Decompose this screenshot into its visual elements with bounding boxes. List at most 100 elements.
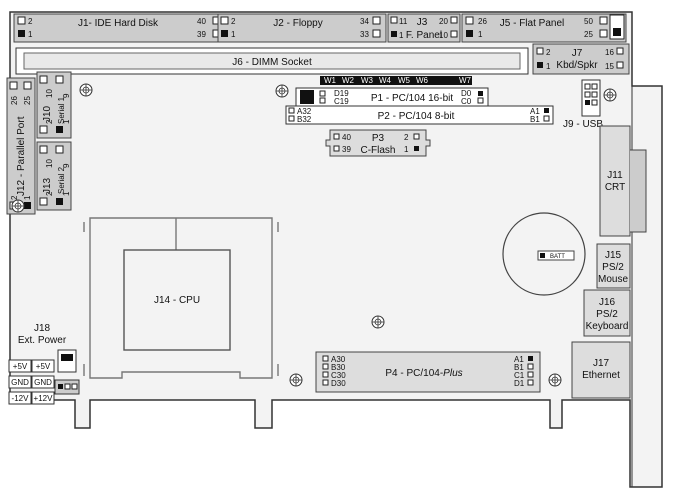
j3-pin11: 11 [399,17,408,26]
jumper-w3: W3 [361,76,374,85]
j7-kbd-spkr-connector: 2 1 16 15 J7 Kbd/Spkr [532,43,630,75]
p4-pin-a1: A1 [514,355,524,364]
mounting-hole [371,315,385,329]
p3-label: P3 [372,133,385,144]
p2-pin-a1: A1 [530,107,540,116]
j17-label: J17 [593,358,610,369]
j6-label: J6 - DIMM Socket [232,57,312,68]
j18-5v-a: +5V [13,362,28,371]
p2-pin-a32: A32 [297,107,312,116]
mounting-hole [548,373,562,387]
p4-pin-b1: B1 [514,363,524,372]
jumper-w7: W7 [459,76,472,85]
jumper-w5: W5 [398,76,411,85]
p4-pin-b30: B30 [331,363,346,372]
j5-flat-panel-connector: 26 1 50 25 J5 - Flat Panel [461,13,627,43]
mounting-hole [603,88,617,102]
p1-pc104-16bit-connector: D19 C19 D0 C0 P1 - PC/104 16-bit [295,87,489,107]
j1-label: J1- IDE Hard Disk [78,18,159,29]
j16-sub2: Keyboard [586,321,629,332]
j3-sublabel: F. Panel [406,30,442,41]
j11-sublabel: CRT [605,182,625,193]
j5-pin26: 26 [478,17,487,26]
j18-neg12v: -12V [12,394,30,403]
jumper-block: W1 W2 W3 W4 W5 W6 W7 [320,76,472,85]
j13-label: J13 [42,177,53,194]
j18-gnd-a: GND [11,378,29,387]
j5-pin50: 50 [584,17,593,26]
j1-pin2: 2 [28,17,33,26]
batt-label: BATT [550,254,565,260]
p2-label: P2 - PC/104 8-bit [378,111,455,122]
j13-pin10: 10 [45,159,54,168]
p2-pin-b32: B32 [297,115,312,124]
j15-label: J15 [605,250,622,261]
j17-sublabel: Ethernet [582,370,620,381]
mounting-hole [11,199,25,213]
j7-pin1: 1 [546,62,551,71]
j10-pin2: 2 [45,119,54,124]
j10-pin10: 10 [45,89,54,98]
j3-front-panel-connector: 11 1 20 10 J3 F. Panel [387,13,461,43]
p4-pc104-plus-connector: A30 B30 C30 D30 A1 B1 C1 D1 P4 - PC/104-… [315,351,541,393]
j18-label: J18 [34,323,51,334]
j1-pin1: 1 [28,30,33,39]
p2-pc104-8bit-connector: A32 B32 A1 B1 P2 - PC/104 8-bit [285,105,554,125]
j5-pin1: 1 [478,30,483,39]
p3-pin40: 40 [342,133,351,142]
j12-pin2: 2 [10,195,19,200]
j18-sublabel: Ext. Power [18,335,67,346]
j2-pin33: 33 [360,30,369,39]
p4-pin-d1: D1 [514,379,525,388]
j2-label: J2 - Floppy [273,18,322,29]
jumper-w2: W2 [342,76,355,85]
j10-sublabel: Serial 1 [57,96,66,124]
j16-label: J16 [599,297,616,308]
p3-pin1: 1 [404,145,409,154]
p1-pin-c0: C0 [461,97,472,106]
j18-5v-b: +5V [36,362,51,371]
j12-pin26: 26 [10,96,19,105]
battery: BATT [502,212,586,296]
p4-pin-d30: D30 [331,379,346,388]
jumper-w1: W1 [324,76,337,85]
j2-pin1: 1 [231,30,236,39]
j1-ide-connector: 2 1 40 39 J1- IDE Hard Disk [13,13,229,43]
j7-label: J7 [572,48,583,59]
j13-pin9: 9 [62,163,71,168]
j3-pin10: 10 [439,31,448,40]
j5-label: J5 - Flat Panel [500,18,564,29]
j10-label: J10 [42,105,53,122]
j16-sub1: PS/2 [596,309,618,320]
p4-label-em: Plus [443,368,462,379]
j3-pin1: 1 [399,31,404,40]
p4-label-main: P4 - PC/104- [385,368,443,379]
j3-pin20: 20 [439,17,448,26]
j15-sub2: Mouse [598,274,628,285]
j9-label: J9 - USB [563,119,603,130]
p3-pin2: 2 [404,133,409,142]
p1-pin-d19: D19 [334,89,349,98]
p4-label: P4 - PC/104-Plus [385,368,462,379]
p1-label: P1 - PC/104 16-bit [371,93,453,104]
j10-serial1-connector: 10 9 2 1 J10 Serial 1 [36,71,72,139]
j12-pin25: 25 [23,96,32,105]
j1-pin39: 39 [197,30,206,39]
j6-dimm-socket: J6 - DIMM Socket [15,47,529,75]
j7-pin15: 15 [605,62,614,71]
j5-pin25: 25 [584,30,593,39]
j15-ps2-mouse-connector: J15 PS/2 Mouse [596,243,631,289]
p3-sublabel: C-Flash [360,145,395,156]
j7-pin2: 2 [546,48,551,57]
mounting-hole [79,83,93,97]
j18-pos12v: +12V [34,394,54,403]
j2-pin34: 34 [360,17,369,26]
j18-ext-power-connector: J18 Ext. Power +5V +5V GND GND -12V +12V [8,323,80,405]
j12-pin1: 1 [23,195,32,200]
jumper-w6: W6 [416,76,429,85]
j14-label: J14 - CPU [154,295,200,306]
j7-pin16: 16 [605,48,614,57]
j14-cpu-socket: J14 - CPU [83,217,279,379]
mounting-hole [275,84,289,98]
j15-sub1: PS/2 [602,262,624,273]
